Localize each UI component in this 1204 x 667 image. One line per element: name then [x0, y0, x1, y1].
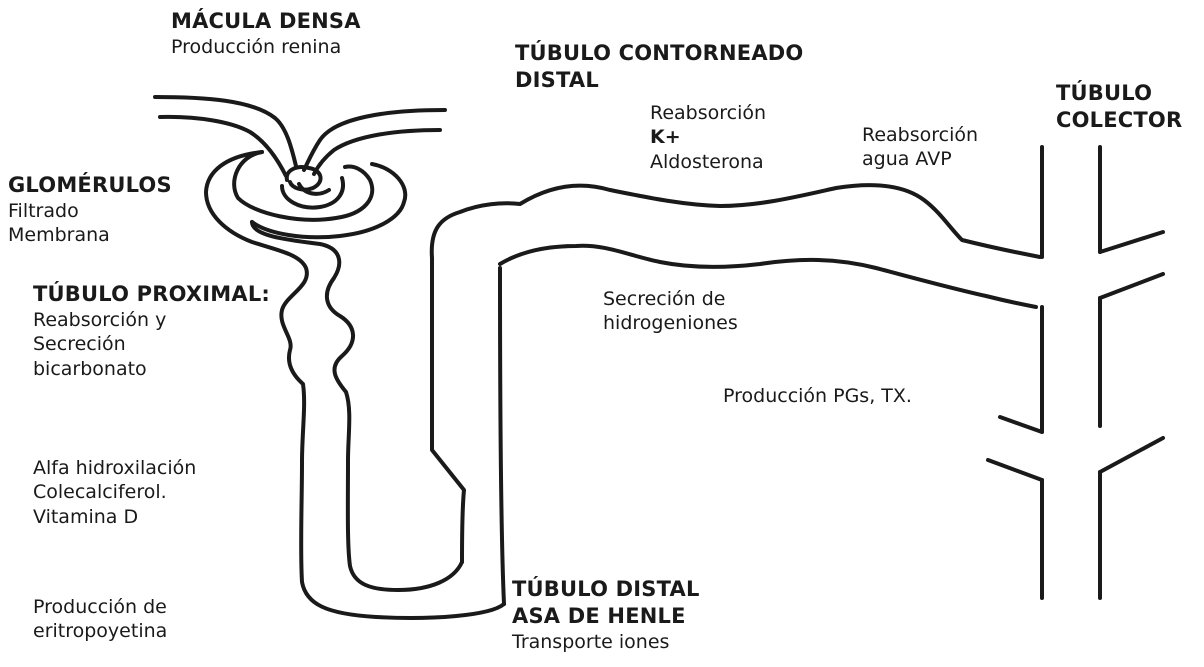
- arteriole-lower-right: [314, 130, 440, 174]
- glomerulos-title: GLOMÉRULOS: [8, 172, 172, 199]
- vitamin-d-line-3: Vitamina D: [33, 505, 196, 529]
- loop-of-henle-label: TÚBULO DISTAL ASA DE HENLE Transporte io…: [512, 576, 700, 654]
- loop-ascending-inner: [500, 268, 504, 604]
- vitamin-d-label: Alfa hidroxilación Colecalciferol. Vitam…: [33, 456, 196, 529]
- loop-of-henle-inner: [348, 460, 462, 590]
- loop-of-henle-function: Transporte iones: [512, 630, 700, 654]
- glomerulos-function-1: Filtrado: [8, 199, 172, 223]
- potassium-line-2: K+: [650, 125, 766, 149]
- vitamin-d-line-1: Alfa hidroxilación: [33, 456, 196, 480]
- erythropoietin-label: Producción de eritropoyetina: [33, 595, 167, 644]
- loop-of-henle-outer: [301, 462, 504, 618]
- collecting-duct-title-1: TÚBULO: [1056, 80, 1182, 107]
- glomerulos-label: GLOMÉRULOS Filtrado Membrana: [8, 172, 172, 248]
- collecting-duct-right-branch-1: [1100, 232, 1163, 252]
- potassium-line-1: Reabsorción: [650, 101, 766, 125]
- collecting-duct-left-mid-branch: [1000, 417, 1042, 432]
- loop-of-henle-title-2: ASA DE HENLE: [512, 603, 700, 630]
- proximal-tubule-label: TÚBULO PROXIMAL: Reabsorción y Secreción…: [33, 281, 270, 381]
- arterioles: [155, 97, 445, 176]
- hydrogen-secretion-line-1: Secreción de: [603, 287, 738, 311]
- collecting-duct: [988, 147, 1163, 598]
- arteriole-lower-left: [160, 117, 286, 176]
- distal-tubule-upper: [432, 185, 1040, 258]
- loop-ascending-outer: [432, 258, 464, 562]
- loop-of-henle-title-1: TÚBULO DISTAL: [512, 576, 700, 603]
- water-reabsorption-label: Reabsorción agua AVP: [862, 123, 978, 172]
- distal-convoluted-title-1: TÚBULO CONTORNEADO: [515, 40, 803, 67]
- macula-densa-function: Producción renina: [171, 35, 361, 59]
- distal-convoluted-title-2: DISTAL: [515, 67, 803, 94]
- glomerulos-function-2: Membrana: [8, 223, 172, 247]
- prostaglandin-text: Producción PGs, TX.: [723, 384, 912, 408]
- erythropoietin-line-2: eritropoyetina: [33, 619, 167, 643]
- collecting-duct-title-2: COLECTOR: [1056, 107, 1182, 134]
- proximal-tubule-function-3: bicarbonato: [33, 357, 270, 381]
- collecting-duct-right-lower-branch: [1100, 438, 1163, 472]
- macula-densa-label: MÁCULA DENSA Producción renina: [171, 8, 361, 59]
- collecting-duct-left-lower-branch: [988, 460, 1042, 480]
- potassium-label: Reabsorción K+ Aldosterona: [650, 101, 766, 174]
- collecting-duct-label: TÚBULO COLECTOR: [1056, 80, 1182, 134]
- proximal-tubule-title: TÚBULO PROXIMAL:: [33, 281, 270, 308]
- prostaglandin-label: Producción PGs, TX.: [723, 384, 912, 408]
- hydrogen-secretion-line-2: hidrogeniones: [603, 311, 738, 335]
- macula-densa-title: MÁCULA DENSA: [171, 8, 361, 35]
- proximal-tubule-function-2: Secreción: [33, 332, 270, 356]
- erythropoietin-line-1: Producción de: [33, 595, 167, 619]
- collecting-duct-right-branch-2: [1100, 274, 1163, 298]
- vitamin-d-line-2: Colecalciferol.: [33, 480, 196, 504]
- hydrogen-secretion-label: Secreción de hidrogeniones: [603, 287, 738, 336]
- distal-convoluted-label: TÚBULO CONTORNEADO DISTAL: [515, 40, 803, 94]
- water-reabsorption-line-2: agua AVP: [862, 147, 978, 171]
- water-reabsorption-line-1: Reabsorción: [862, 123, 978, 147]
- potassium-line-3: Aldosterona: [650, 150, 766, 174]
- proximal-tubule-function-1: Reabsorción y: [33, 308, 270, 332]
- distal-tubule-lower: [500, 246, 1036, 307]
